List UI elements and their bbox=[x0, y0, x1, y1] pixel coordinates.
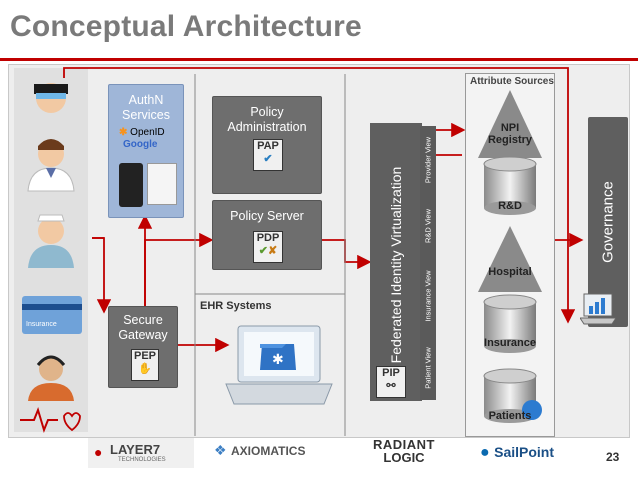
hospital-pyramid-icon bbox=[478, 226, 542, 292]
patients-database-icon bbox=[483, 368, 542, 423]
pip-tag: PIP ⚯ bbox=[376, 366, 406, 398]
nurse-icon bbox=[28, 214, 74, 268]
user-icons: Insurance bbox=[20, 83, 82, 434]
hand-icon: ✋ bbox=[138, 363, 152, 375]
attribute-sources-label: Attribute Sources bbox=[470, 76, 554, 87]
heartbeat-icon bbox=[20, 406, 81, 434]
fiv-label: Federated Identity Virtualization bbox=[388, 166, 404, 364]
policy-server-label: Policy Server bbox=[230, 209, 304, 223]
npi-registry-label: NPI Registry bbox=[487, 122, 533, 146]
key-icon: ⚯ bbox=[386, 380, 396, 392]
openid-icon: ✱ bbox=[119, 127, 128, 138]
id-card-icon bbox=[147, 163, 177, 205]
sailpoint-logo: ● SailPoint bbox=[480, 444, 555, 461]
rnd-view-label[interactable]: R&D View bbox=[423, 208, 433, 244]
policy-server-box[interactable]: Policy Server PDP ✔✘ bbox=[212, 200, 322, 270]
views-strip bbox=[420, 126, 436, 400]
svg-text:✱: ✱ bbox=[272, 351, 284, 367]
laptop-icon[interactable]: ✱ bbox=[224, 322, 334, 412]
title-divider bbox=[0, 58, 638, 61]
svg-text:Insurance: Insurance bbox=[26, 321, 57, 328]
layer7-mark-icon: ● bbox=[94, 444, 103, 460]
attribute-icons bbox=[478, 90, 542, 423]
page-title: Conceptual Architecture bbox=[10, 10, 362, 43]
layer7-logo: ● LAYER7 TECHNOLOGIES bbox=[88, 438, 194, 468]
gateway-to-pdp-arrow bbox=[144, 232, 214, 308]
authn-services-box[interactable]: AuthN Services ✱ OpenID Google bbox=[108, 84, 184, 218]
sailpoint-mark-icon: ● bbox=[480, 444, 490, 461]
top-governance-arrow bbox=[63, 67, 576, 324]
hospital-source-label: Hospital bbox=[488, 266, 532, 278]
insurance-database-icon bbox=[483, 294, 537, 353]
insurance-view-label[interactable]: Insurance View bbox=[423, 270, 433, 322]
secure-gateway-box[interactable]: Secure Gateway PEP ✋ bbox=[108, 306, 178, 388]
call-center-icon bbox=[28, 355, 74, 401]
doctor-icon bbox=[27, 139, 75, 192]
rnd-source-label: R&D bbox=[498, 200, 522, 212]
rnd-database-icon bbox=[483, 156, 537, 215]
authn-label: AuthN Services bbox=[122, 93, 170, 122]
axiomatics-mark-icon: ❖ bbox=[214, 442, 227, 458]
gateway-label: Secure Gateway bbox=[118, 313, 168, 342]
radiant-logic-logo: RADIANT LOGIC bbox=[373, 437, 435, 465]
dashboard-icon bbox=[580, 293, 616, 325]
checkmark-icon: ✔ bbox=[263, 153, 273, 165]
phone-icon bbox=[119, 163, 143, 207]
pdp-tag: PDP ✔✘ bbox=[253, 231, 283, 263]
npi-registry-pyramid-icon bbox=[478, 90, 542, 158]
axiomatics-logo: ❖ AXIOMATICS bbox=[214, 442, 306, 458]
pap-tag: PAP ✔ bbox=[253, 139, 283, 171]
deny-icon: ✘ bbox=[268, 245, 278, 257]
google-logo: Google bbox=[123, 139, 158, 150]
user-to-gateway-arrow bbox=[92, 237, 112, 314]
provider-view-label[interactable]: Provider View bbox=[423, 136, 433, 184]
page-number: 23 bbox=[606, 450, 620, 464]
insurance-source-label: Insurance bbox=[484, 337, 536, 349]
openid-label: OpenID bbox=[130, 127, 165, 138]
governance-box[interactable] bbox=[588, 117, 628, 327]
policy-administration-box[interactable]: Policy Administration PAP ✔ bbox=[212, 96, 322, 194]
permit-icon: ✔ bbox=[258, 245, 268, 257]
insurance-card-icon: Insurance bbox=[22, 296, 82, 334]
ehr-systems-label: EHR Systems bbox=[200, 300, 272, 312]
patient-view-label[interactable]: Patient View bbox=[423, 347, 433, 389]
federated-identity-virtualization-box[interactable] bbox=[370, 123, 422, 401]
governance-label: Governance bbox=[599, 181, 617, 263]
researcher-icon bbox=[34, 83, 68, 113]
pep-tag: PEP ✋ bbox=[131, 349, 159, 381]
policy-admin-label: Policy Administration bbox=[227, 105, 307, 134]
patients-source-label: Patients bbox=[488, 410, 532, 422]
